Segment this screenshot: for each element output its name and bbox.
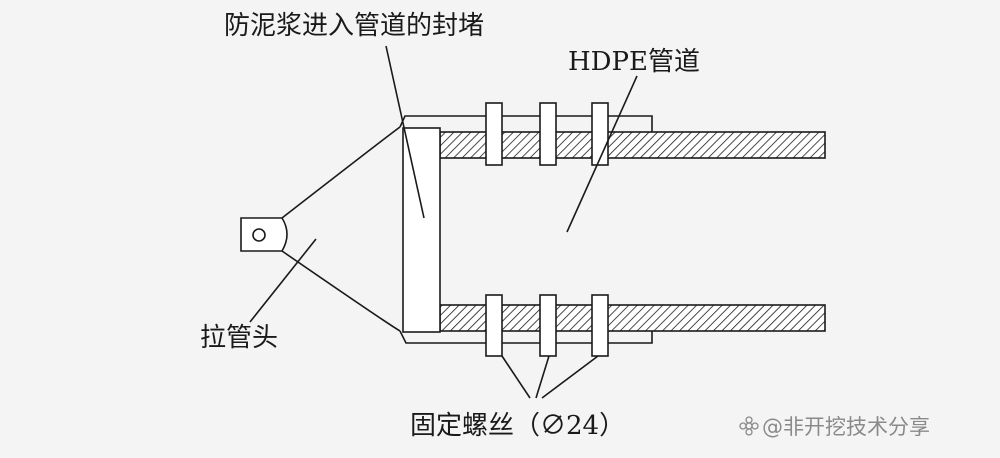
head-cone-lower: [281, 250, 401, 332]
bolt-bottom-2: [539, 294, 557, 357]
head-eye-tab: [240, 217, 288, 252]
label-head: 拉管头: [200, 323, 278, 353]
leader-plug: [385, 45, 425, 219]
bolt-top-2: [539, 102, 557, 166]
label-plug: 防泥浆进入管道的封堵: [224, 11, 484, 41]
plug-block: [402, 127, 441, 333]
watermark-text: @非开挖技术分享: [762, 415, 930, 439]
bracket-bottom: [399, 330, 653, 344]
label-pipe: HDPE管道: [568, 47, 700, 77]
leader-bolt-2: [535, 355, 550, 399]
leader-bolt-1: [501, 355, 531, 399]
bolt-bottom-3: [591, 294, 609, 357]
head-eye-hole: [252, 228, 266, 242]
bolt-bottom-1: [485, 294, 503, 357]
bolt-top-1: [485, 102, 503, 166]
watermark: @非开挖技术分享: [739, 415, 930, 439]
pipe-wall-bottom: [439, 304, 826, 332]
leader-bolt-3: [541, 355, 599, 399]
flower-icon: [739, 416, 759, 436]
leader-head: [249, 238, 317, 323]
leader-pipe: [566, 75, 638, 233]
label-bolt: 固定螺丝（∅24）: [410, 411, 625, 441]
bolt-top-3: [591, 102, 609, 166]
head-cone-upper: [281, 126, 401, 219]
